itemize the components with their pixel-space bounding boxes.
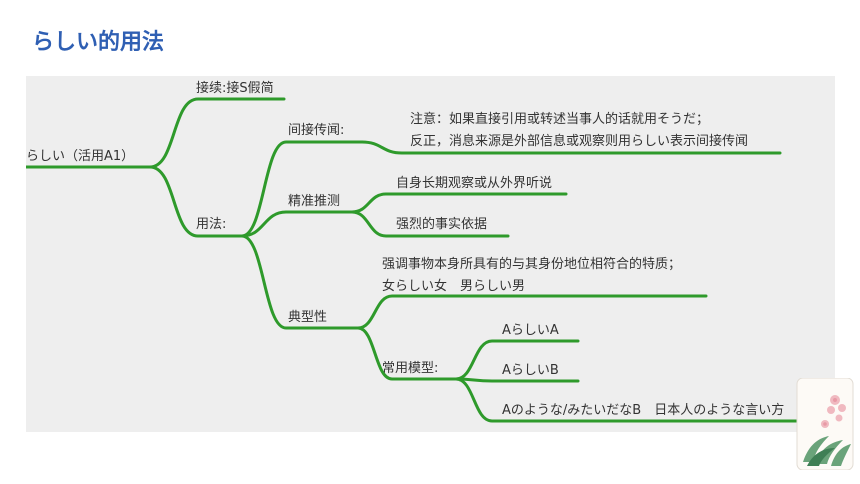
connector-hearsay-note — [360, 140, 782, 155]
node-inference: 精准推测 — [288, 194, 341, 209]
hearsay-note-1: 注意：如果直接引用或转述当事人的话就用そうだ； — [410, 112, 710, 127]
typical-desc-2: 女らしい女 男らしい男 — [382, 279, 526, 294]
connector-inference-item2 — [350, 210, 510, 238]
node-typical: 典型性 — [288, 310, 328, 325]
connector-pattern-3 — [454, 377, 818, 423]
connector-root-usage — [148, 165, 244, 238]
pattern-3: Aのような/みたいだなB 日本人のような言い方 — [502, 403, 785, 418]
slide-title: らしい的用法 — [32, 30, 165, 55]
typical-desc-1: 强调事物本身所具有的与其身份地位相符合的特质； — [382, 257, 682, 272]
node-patterns: 常用模型: — [382, 361, 439, 376]
connector-usage-inference — [240, 210, 354, 238]
inference-item-2: 强烈的事实依据 — [396, 217, 488, 232]
connector-usage-hearsay — [240, 140, 364, 238]
branch-usage: 用法: — [196, 217, 227, 232]
hearsay-note-2: 反正，消息来源是外部信息或观察则用らしい表示间接传闻 — [410, 134, 749, 149]
node-hearsay: 间接传闻: — [288, 123, 345, 138]
connector-inference-item1 — [350, 192, 568, 214]
branch-connect: 接续:接S假简 — [196, 81, 274, 96]
connector-pattern-2 — [454, 377, 580, 383]
mindmap-canvas: らしい（活用A1） 接续:接S假简 用法: 间接传闻: 注意：如果直接引用或转述… — [26, 76, 835, 432]
root-node: らしい（活用A1） — [26, 149, 135, 164]
inference-item-1: 自身长期观察或从外界听说 — [396, 176, 553, 191]
pattern-2: AらしいB — [502, 363, 559, 378]
pattern-1: AらしいA — [502, 323, 559, 338]
connector-typical-patterns — [356, 326, 458, 381]
mindmap-connectors — [26, 97, 818, 423]
connector-root-connect — [148, 97, 286, 169]
connector-usage-typical — [240, 234, 360, 330]
connector-typical-desc — [356, 294, 708, 330]
flower-bouquet-icon — [795, 377, 855, 471]
